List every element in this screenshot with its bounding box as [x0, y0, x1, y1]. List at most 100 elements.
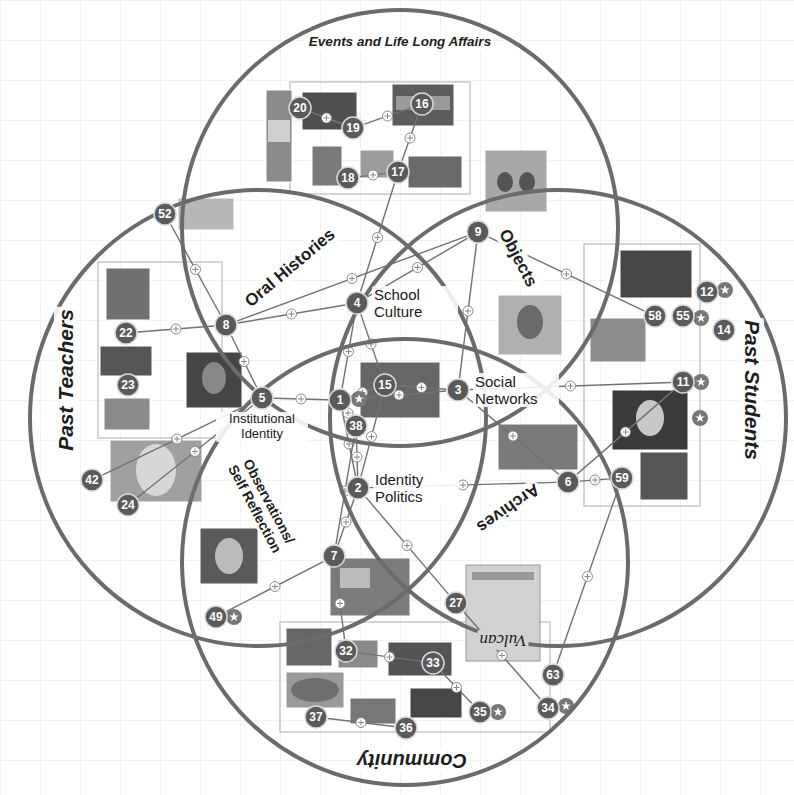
plus-sign [346, 349, 352, 355]
callout-number: 14 [717, 324, 730, 336]
numbered-node: 38 [344, 414, 368, 438]
star-icon [695, 413, 705, 422]
yearbook-cover [466, 565, 540, 661]
star-icon [720, 285, 730, 294]
plus-sign [174, 436, 180, 442]
node-circle-shape [81, 469, 103, 491]
star-badge [692, 410, 708, 426]
plus-marker [394, 390, 404, 400]
connector [361, 183, 395, 291]
numbered-node: 63 [541, 663, 565, 687]
node-circle-shape [611, 467, 633, 489]
plus-sign [343, 519, 349, 525]
plus-marker [413, 263, 423, 273]
numbered-node: 6 [556, 470, 580, 494]
callout-number: 2 [355, 482, 362, 494]
plus-marker [590, 475, 600, 485]
plus-marker [417, 383, 427, 393]
numbered-node: 12 [695, 280, 719, 304]
plus-marker [287, 309, 297, 319]
photo-detail [340, 568, 370, 588]
plus-marker [172, 434, 182, 444]
node-circle-shape [395, 717, 417, 739]
photo [498, 424, 578, 470]
callout-number: 18 [341, 172, 354, 184]
star-icon [696, 313, 706, 322]
photo-detail [396, 96, 450, 110]
plus-marker [368, 170, 378, 180]
numbered-node: 33 [421, 651, 445, 675]
plus-sign [358, 720, 364, 726]
plus-sign [568, 383, 574, 389]
photo-detail [519, 172, 535, 192]
plus-sign [272, 584, 278, 590]
node-circle-shape [713, 319, 735, 341]
callout-number: 58 [648, 310, 661, 322]
numbered-node: 32 [334, 639, 358, 663]
photo-frame [98, 262, 222, 438]
callout-number: 6 [565, 476, 572, 488]
node-circle-shape [696, 281, 718, 303]
callout-number: 42 [85, 474, 98, 486]
numbered-node: 8 [214, 313, 238, 337]
photo-detail [136, 444, 176, 496]
photo [266, 90, 292, 182]
plus-sign [369, 434, 375, 440]
venn-circle: Community32336334373536 [180, 337, 630, 787]
numbered-node: 34 [536, 696, 560, 720]
node-circle-shape [337, 167, 359, 189]
circle-border [182, 339, 628, 785]
plus-sign [404, 543, 410, 549]
callout-number: 32 [339, 645, 352, 657]
plus-sign [192, 449, 198, 455]
plus-sign [419, 385, 425, 391]
star-badge [717, 282, 733, 298]
plus-sign [345, 410, 351, 416]
connector [577, 390, 674, 474]
callout-number: 49 [209, 611, 222, 623]
photo-detail [497, 172, 513, 192]
plus-sign [564, 271, 570, 277]
label-holder: Institutional Identity [216, 412, 308, 442]
region-label: Archives [471, 478, 544, 538]
plus-sign [370, 172, 376, 178]
plus-marker [347, 274, 357, 284]
callout-number: 36 [399, 722, 412, 734]
numbered-node: 3Social Networks [446, 378, 470, 402]
node-label: Social Networks [473, 373, 559, 408]
plus-sign [385, 113, 391, 119]
numbered-node: 22 [114, 321, 138, 345]
plus-marker [171, 324, 181, 334]
star-icon [354, 394, 364, 403]
plus-sign [349, 276, 355, 282]
numbered-node: 23 [116, 373, 140, 397]
numbered-node: 14 [712, 318, 736, 342]
callout-number: 34 [541, 702, 554, 714]
callout-number: 11 [677, 376, 690, 388]
callout-number: 37 [309, 711, 322, 723]
connector [366, 497, 448, 594]
numbered-node: 17 [386, 160, 410, 184]
numbered-node: 24 [116, 493, 140, 517]
callout-number: 20 [293, 102, 306, 114]
callout-number: 19 [346, 122, 359, 134]
node-label: School Culture [372, 286, 458, 321]
numbered-node: 19 [341, 116, 365, 140]
plus-marker [356, 718, 366, 728]
label-holder: School Culture [372, 286, 458, 321]
node-circle-shape [323, 545, 345, 567]
callout-number: 27 [449, 597, 462, 609]
callout-number: 22 [119, 327, 132, 339]
photo [392, 84, 454, 126]
plus-sign [289, 311, 295, 317]
callout-number: 59 [615, 472, 628, 484]
connector [311, 112, 342, 124]
plus-marker [322, 113, 332, 123]
photo-detail [268, 120, 290, 142]
numbered-node: 58 [643, 304, 667, 328]
plus-marker [402, 541, 412, 551]
connector [464, 612, 540, 699]
circle-title: Past Students [740, 318, 764, 462]
